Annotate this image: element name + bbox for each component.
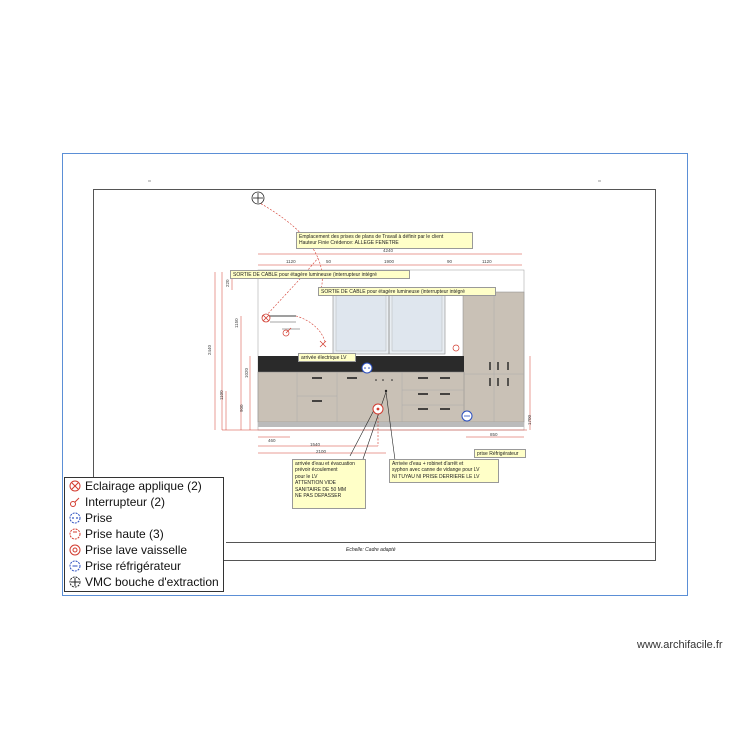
scale-label: Echelle: Cadre adapté	[346, 547, 396, 553]
high-socket-icon	[69, 528, 81, 540]
fridge-socket-icon	[69, 560, 81, 572]
vmc-icon	[251, 191, 265, 205]
socket-icon	[69, 512, 81, 524]
dim-top-4: 90	[447, 259, 453, 264]
note-arrivee-lv: arrivée électrique LV	[298, 353, 356, 362]
wall-light-icon	[69, 480, 81, 492]
socket-icon	[361, 362, 373, 374]
note-evacuation: arrivée d'eau et évacuation prévoir écou…	[292, 459, 366, 509]
dim-left-6: 900	[239, 404, 244, 412]
switch-icon	[282, 327, 292, 337]
dim-bottom-4: 850	[490, 432, 498, 437]
legend-item-vmc: VMC bouche d'extraction	[65, 574, 225, 590]
dim-top-5: 1120	[482, 259, 492, 264]
legend-item-prise-haute: Prise haute (3)	[65, 526, 225, 542]
dishwasher-socket-icon	[372, 403, 384, 415]
fridge-socket-icon	[461, 410, 473, 422]
legend: Eclairage applique (2) Interrupteur (2) …	[64, 477, 224, 592]
wall-light-icon	[261, 313, 271, 323]
legend-item-lave-vaisselle: Prise lave vaisselle	[65, 542, 225, 558]
dim-top-3: 1900	[384, 259, 395, 264]
worktop	[258, 356, 464, 372]
dim-bottom-1: 460	[268, 438, 276, 443]
note-sortie-cable-2: SORTIE DE CABLE pour étagère lumineuse (…	[318, 287, 496, 296]
legend-item-prise: Prise	[65, 510, 225, 526]
dishwasher-socket-icon	[69, 544, 81, 556]
vmc-icon	[69, 576, 81, 588]
legend-item-eclairage: Eclairage applique (2)	[65, 478, 225, 494]
dim-bottom-3: 2100	[316, 449, 327, 454]
note-plans-travail: Emplacement des prises de plans de Trava…	[296, 232, 473, 249]
dim-left-5: 1020	[244, 367, 249, 378]
dim-left-2: 1100	[219, 390, 224, 400]
dim-left-4: 1150	[234, 318, 239, 328]
note-prise-frigo: prise Réfrigérateur	[474, 449, 526, 458]
scale-divider	[226, 542, 656, 543]
dim-left-1: 220	[225, 279, 230, 287]
dim-total-top: 4240	[383, 248, 394, 253]
dim-right: 1700	[527, 414, 532, 425]
dim-top-2: 50	[326, 259, 332, 264]
dim-left-3: 2440	[207, 344, 212, 355]
legend-item-interrupteur: Interrupteur (2)	[65, 494, 225, 510]
legend-item-refrigerateur: Prise réfrigérateur	[65, 558, 225, 574]
note-sortie-cable-1: SORTIE DE CABLE pour étagère lumineuse (…	[230, 270, 410, 279]
switch-icon	[70, 497, 80, 507]
base-cabinets	[257, 371, 465, 423]
dim-top-1: 1120	[286, 259, 296, 264]
dim-bottom-2: 1540	[310, 442, 321, 447]
note-arrivee-eau: Arrivée d'eau + robinet d'arrêt et sypho…	[389, 459, 499, 483]
watermark[interactable]: www.archifacile.fr	[637, 639, 723, 651]
high-socket-icon	[452, 344, 460, 352]
tall-cabinet	[462, 291, 525, 423]
